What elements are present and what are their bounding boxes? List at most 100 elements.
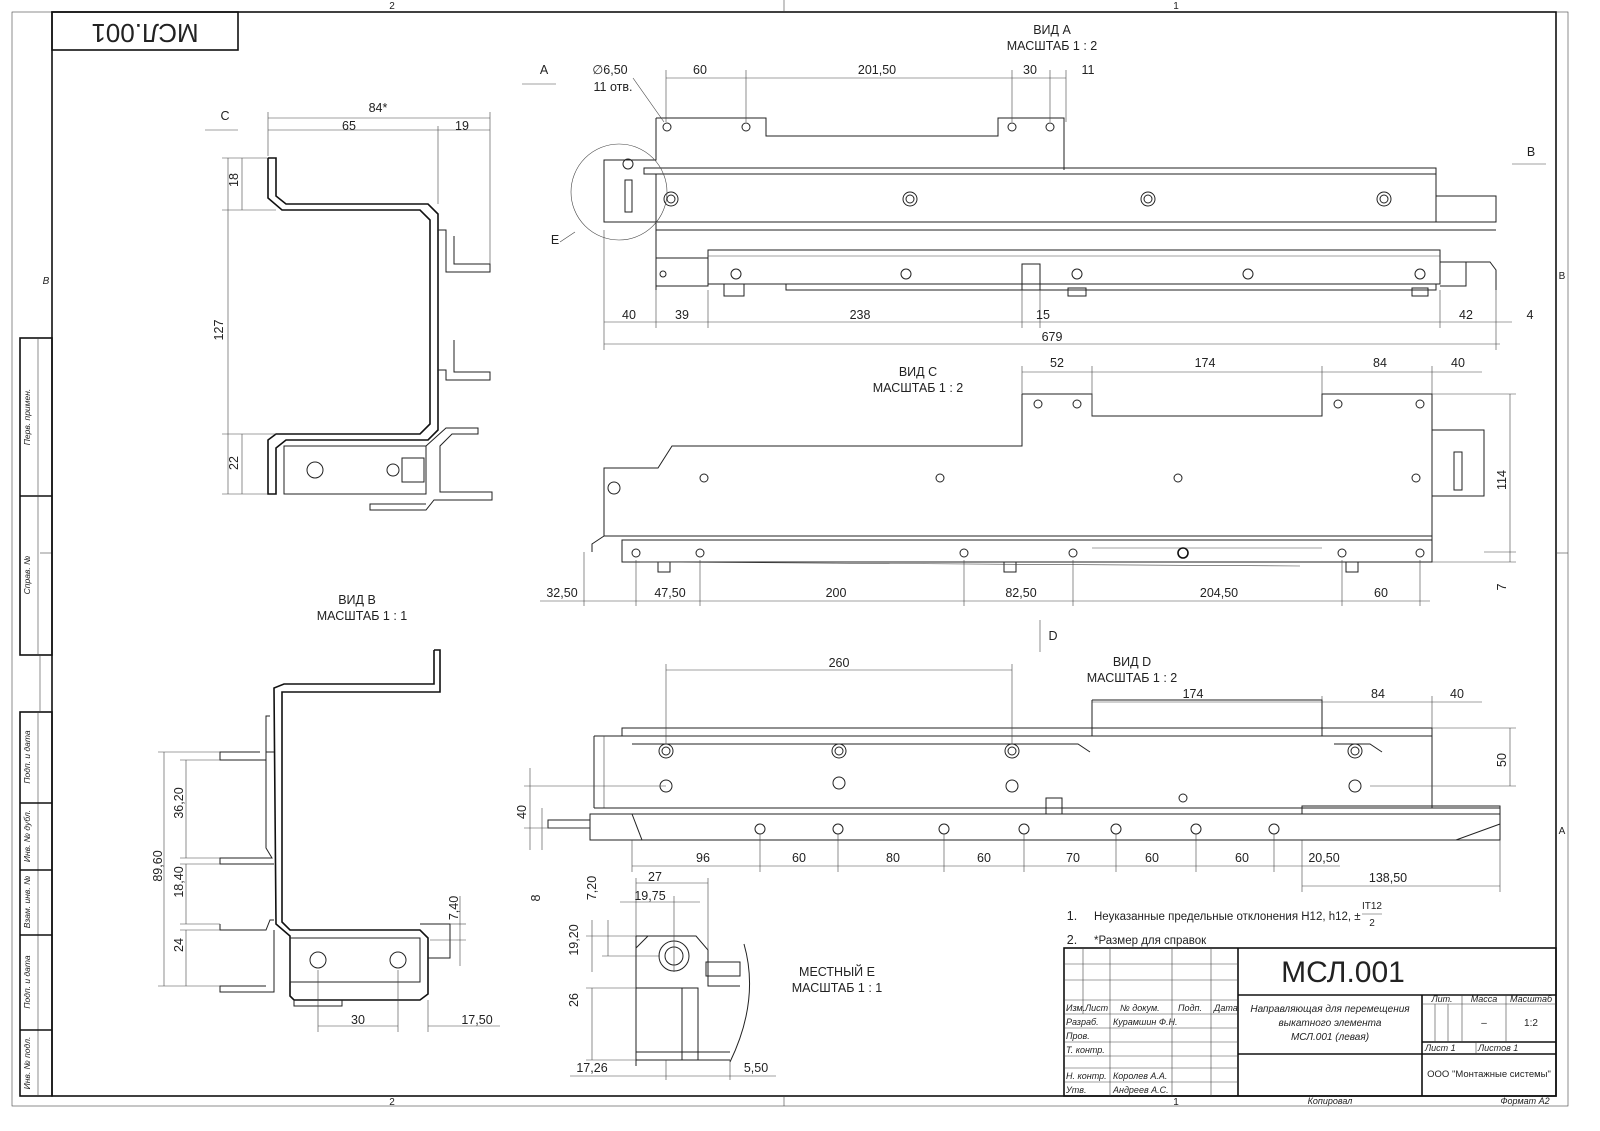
- dimension-view-d: 20,50: [1308, 851, 1339, 865]
- dimension-side-view: 84*: [369, 101, 388, 115]
- dimension-view-d: 84: [1371, 687, 1385, 701]
- local-view-e: [570, 878, 776, 1080]
- dimension-view-a: 30: [1023, 63, 1037, 77]
- signature-name: Королев А.А.: [1113, 1071, 1167, 1081]
- view-b-scale: МАСШТАБ 1 : 1: [317, 609, 408, 623]
- view-c-title: ВИД С: [899, 365, 937, 379]
- dimension-view-c: 60: [1374, 586, 1388, 600]
- side-stamp-label: Справ. №: [22, 556, 32, 595]
- dimension-view-c: 174: [1195, 356, 1216, 370]
- note-number: 1.: [1067, 909, 1077, 923]
- dimension-view-d: 70: [1066, 851, 1080, 865]
- section-arrow-b: B: [1527, 145, 1535, 159]
- organization: ООО "Монтажные системы": [1427, 1069, 1551, 1080]
- drawing-frame: [11, 0, 1569, 1107]
- note-fraction-top: IT12: [1362, 901, 1382, 912]
- dimension-view-d: 60: [977, 851, 991, 865]
- dimension-side-view: 127: [212, 320, 226, 341]
- dimension-local-e: 19,20: [567, 924, 581, 955]
- section-arrow-d: D: [1048, 629, 1057, 643]
- dimension-view-a: 201,50: [858, 63, 896, 77]
- view-b-title: ВИД В: [338, 593, 376, 607]
- zone-labels: 2 1 2 1 B B A: [43, 1, 1566, 1108]
- side-stamp-label: Подп. и дата: [22, 730, 32, 783]
- dimension-side-view: 65: [342, 119, 356, 133]
- dimension-view-d: 50: [1495, 753, 1509, 767]
- view-c-scale: МАСШТАБ 1 : 2: [873, 381, 964, 395]
- signature-role: Утв.: [1065, 1085, 1086, 1095]
- note-number: 2.: [1067, 933, 1077, 947]
- dimension-view-c: 84: [1373, 356, 1387, 370]
- view-d-scale: МАСШТАБ 1 : 2: [1087, 671, 1178, 685]
- mounting-holes: [658, 743, 1363, 835]
- signature-name: Курамшин Ф.Н.: [1113, 1017, 1177, 1027]
- dimension-view-c: 114: [1495, 470, 1509, 490]
- dimension-view-c: 82,50: [1005, 586, 1036, 600]
- dimension-view-a: 4: [1527, 308, 1534, 322]
- dimension-view-d: 40: [515, 805, 529, 819]
- drawing-designation: МСЛ.001: [1281, 956, 1405, 989]
- signature-role: Н. контр.: [1066, 1071, 1107, 1081]
- view-a: [522, 70, 1546, 350]
- part-name-line: Направляющая для перемещения: [1250, 1004, 1410, 1015]
- dimension-view-d: 60: [1145, 851, 1159, 865]
- dimension-view-a: 39: [675, 308, 689, 322]
- side-stamp-label: Перв. примен.: [22, 389, 32, 446]
- scale-label: Масштаб: [1510, 994, 1553, 1004]
- dimension-view-b: 17,50: [461, 1013, 492, 1027]
- note-text: *Размер для справок: [1094, 935, 1207, 947]
- part-name-line: МСЛ.001 (левая): [1291, 1032, 1369, 1043]
- sheet-number: Лист 1: [1424, 1043, 1456, 1053]
- zone-label: B: [43, 276, 50, 287]
- note-fraction-bottom: 2: [1369, 918, 1375, 929]
- view-a-title: ВИД А: [1033, 23, 1071, 37]
- dimension-view-a: 60: [693, 63, 707, 77]
- dimension-local-e: 7,20: [585, 876, 599, 900]
- header-change: Изм.: [1066, 1003, 1085, 1013]
- dimension-side-view: 19: [455, 119, 469, 133]
- view-d-title: ВИД D: [1113, 655, 1151, 669]
- hole-diameter: ∅6,50: [592, 63, 627, 77]
- side-stamp-label: Взам. инв. №: [22, 876, 32, 929]
- mounting-holes: [622, 122, 1426, 280]
- inverted-designation: МСЛ.001: [91, 18, 198, 48]
- mass-value: –: [1481, 1018, 1487, 1029]
- inverted-designation-stamp: МСЛ.001: [51, 11, 239, 51]
- dimension-view-d: 8: [529, 894, 543, 901]
- dimension-view-c: 52: [1050, 356, 1064, 370]
- dimension-view-b: 18,40: [172, 866, 186, 897]
- view-a-scale: МАСШТАБ 1 : 2: [1007, 39, 1098, 53]
- local-e-title: МЕСТНЫЙ Е: [799, 964, 875, 979]
- dimension-view-a: 42: [1459, 308, 1473, 322]
- header-date: Дата: [1213, 1003, 1238, 1013]
- scale-value: 1:2: [1524, 1018, 1538, 1029]
- dimension-view-d: 60: [1235, 851, 1249, 865]
- dimension-local-e: 19,75: [634, 889, 665, 903]
- dimension-view-d: 80: [886, 851, 900, 865]
- dimension-view-a: 15: [1036, 308, 1050, 322]
- dimension-view-d: 260: [829, 656, 850, 670]
- detail-label-e: E: [551, 233, 559, 247]
- zone-label: B: [1559, 271, 1566, 282]
- zone-label: 2: [389, 1097, 395, 1108]
- copied-label: Копировал: [1308, 1096, 1353, 1106]
- letter-label: Лит.: [1430, 994, 1452, 1004]
- dimension-side-view: 18: [227, 173, 241, 187]
- dimension-view-b: 7,40: [447, 896, 461, 920]
- header-sheet: Лист: [1084, 1003, 1109, 1013]
- dimension-view-c: 40: [1451, 356, 1465, 370]
- dimension-view-c: 204,50: [1200, 586, 1238, 600]
- section-arrow-a: A: [540, 63, 549, 77]
- detail-e-circle: [570, 143, 668, 241]
- hole-count: 11 отв.: [594, 80, 633, 94]
- view-titles: ВИД А МАСШТАБ 1 : 2 ВИД С МАСШТАБ 1 : 2 …: [220, 23, 1535, 995]
- dimension-local-e: 17,26: [576, 1061, 607, 1075]
- view-d: [524, 664, 1516, 892]
- dimension-view-b: 36,20: [172, 787, 186, 818]
- side-view: [205, 112, 493, 511]
- dimension-view-c: 47,50: [654, 586, 685, 600]
- signature-role: Разраб.: [1066, 1017, 1099, 1027]
